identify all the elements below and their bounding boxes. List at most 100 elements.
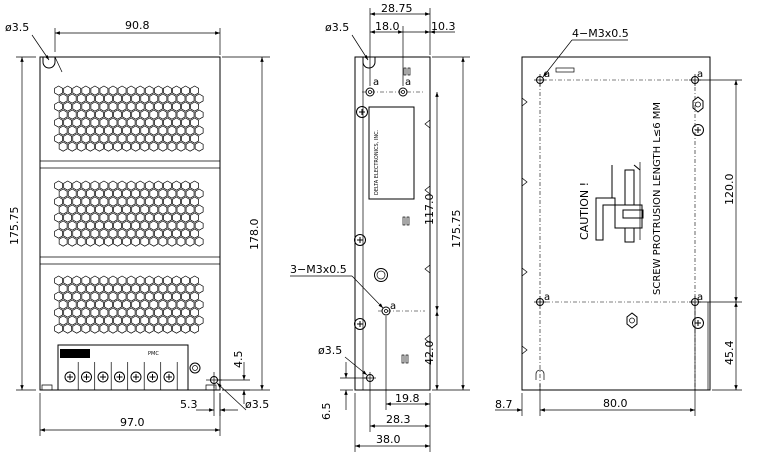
vent-hole: [117, 228, 127, 239]
vent-hole: [135, 212, 145, 223]
vent-hole: [117, 117, 127, 128]
vent-hole: [176, 315, 186, 326]
vent-hole: [172, 307, 181, 318]
vent-hole: [176, 299, 186, 310]
vent-hole: [176, 236, 186, 247]
vent-hole: [81, 101, 91, 112]
vent-hole: [86, 125, 95, 136]
vent-hole: [81, 291, 91, 302]
vent-hole: [95, 283, 104, 294]
vent-hole: [172, 228, 181, 239]
vent-hole: [72, 212, 82, 223]
dim-side-19-8: 19.8: [395, 392, 420, 405]
vent-hole: [176, 109, 186, 120]
vent-hole: [190, 180, 199, 191]
vent-hole: [58, 236, 68, 247]
vent-hole: [181, 101, 190, 112]
vent-hole: [126, 323, 136, 334]
vent-hole: [167, 204, 177, 215]
vent-hole: [140, 236, 150, 247]
vent-hole: [167, 315, 177, 326]
vent-hole: [126, 101, 136, 112]
vent-hole: [67, 283, 77, 294]
back-hex-screw-1: [692, 96, 704, 113]
vent-hole: [163, 212, 172, 223]
front-view: PMC 90.8 ø3.5 175.75 178.0 97.0: [5, 19, 270, 436]
vent-hole: [126, 196, 136, 207]
vent-hole: [135, 85, 145, 96]
vent-hole: [108, 275, 118, 286]
vent-hole: [140, 188, 150, 199]
vent-hole: [104, 93, 113, 104]
vent-hole: [72, 196, 82, 207]
vent-hole: [117, 291, 127, 302]
vent-hole: [95, 93, 104, 104]
vent-hole: [108, 85, 118, 96]
vent-hole: [154, 323, 163, 334]
screw-protrusion-note: SCREW PROTRUSION LENGTH L≤6 MM: [652, 102, 663, 295]
vent-hole: [149, 220, 159, 231]
vent-hole: [58, 315, 68, 326]
vent-hole: [185, 141, 195, 152]
vent-hole: [104, 141, 113, 152]
vent-hole: [122, 236, 131, 247]
vent-hole: [190, 212, 199, 223]
vent-hole: [54, 212, 63, 223]
vent-hole: [54, 85, 63, 96]
vent-hole: [181, 323, 190, 334]
vent-hole: [81, 212, 91, 223]
vent-hole: [135, 101, 145, 112]
vent-hole: [176, 141, 186, 152]
back-plus-screw-2: [692, 317, 704, 329]
vent-hole: [181, 275, 190, 286]
vent-hole: [90, 275, 100, 286]
vent-hole: [63, 323, 72, 334]
vent-hole: [108, 133, 118, 144]
vent-hole: [167, 188, 177, 199]
dim-side-6-5: 6.5: [320, 403, 333, 421]
vent-hole: [144, 101, 154, 112]
vent-hole: [108, 180, 118, 191]
vent-hole: [194, 315, 204, 326]
vent-hole: [104, 299, 113, 310]
vent-hole: [58, 299, 68, 310]
vent-hole: [185, 220, 195, 231]
vent-hole: [58, 109, 68, 120]
vent-hole: [176, 220, 186, 231]
vent-hole: [172, 275, 181, 286]
vent-hole: [67, 299, 77, 310]
vent-hole: [99, 323, 109, 334]
vent-hole: [126, 228, 136, 239]
vent-hole: [54, 323, 63, 334]
vent-hole: [108, 228, 118, 239]
vent-hole: [144, 228, 154, 239]
vent-hole: [163, 101, 172, 112]
vent-hole: [149, 315, 159, 326]
vent-hole: [149, 283, 159, 294]
vent-hole: [76, 125, 86, 136]
vent-hole: [90, 101, 100, 112]
vent-hole: [58, 283, 68, 294]
vent-hole: [181, 228, 190, 239]
vent-hole: [185, 283, 195, 294]
vent-hole: [81, 323, 91, 334]
vent-hole: [135, 291, 145, 302]
vent-hole: [122, 188, 131, 199]
vent-hole: [122, 283, 131, 294]
vent-hole: [54, 101, 63, 112]
vent-hole: [163, 291, 172, 302]
vent-hole: [154, 307, 163, 318]
brand-label: PMC: [148, 351, 159, 357]
vent-hole: [163, 275, 172, 286]
vent-hole: [95, 188, 104, 199]
vent-hole: [158, 141, 168, 152]
vent-hole: [172, 101, 181, 112]
vent-hole: [76, 236, 86, 247]
vent-hole: [135, 228, 145, 239]
vent-hole: [149, 204, 159, 215]
vent-hole: [104, 315, 113, 326]
vent-hole: [135, 307, 145, 318]
vent-hole: [126, 180, 136, 191]
caution-label: CAUTION !: [578, 182, 591, 240]
